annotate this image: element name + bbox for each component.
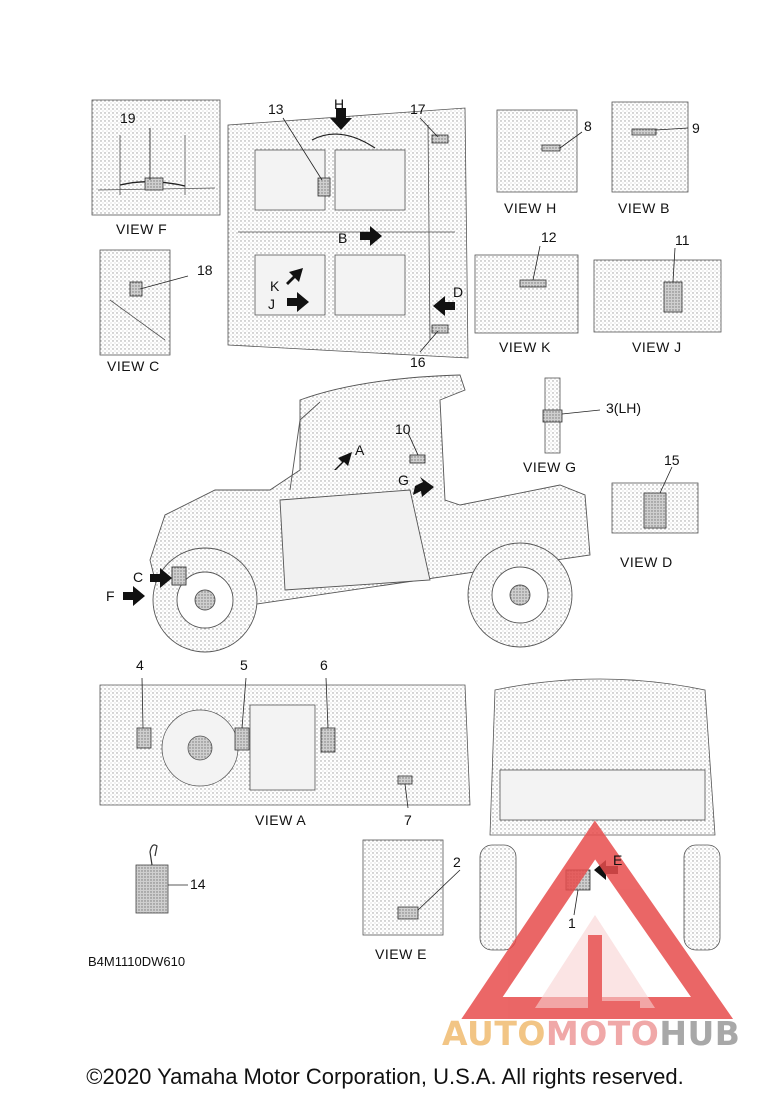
view-d-drawing xyxy=(611,466,699,534)
letter-g: G xyxy=(398,472,409,488)
view-j-caption: VIEW J xyxy=(632,339,682,355)
view-f-drawing xyxy=(91,99,221,216)
callout-15: 15 xyxy=(664,452,680,468)
callout-12: 12 xyxy=(541,229,557,245)
callout-11: 11 xyxy=(675,232,690,248)
letter-d: D xyxy=(453,284,464,300)
callout-16: 16 xyxy=(410,354,426,370)
callout-14: 14 xyxy=(190,876,206,892)
letter-h: H xyxy=(334,96,345,112)
diagram-code: B4M1110DW610 xyxy=(88,954,186,969)
copyright-footer: ©2020 Yamaha Motor Corporation, U.S.A. A… xyxy=(86,1064,684,1089)
brand-part-moto: MOTO xyxy=(545,1014,660,1053)
callout-19: 19 xyxy=(120,110,136,126)
callout-13: 13 xyxy=(268,101,284,117)
view-h-drawing xyxy=(496,109,583,193)
view-k-caption: VIEW K xyxy=(499,339,552,355)
callout-17: 17 xyxy=(410,101,426,117)
callout-6: 6 xyxy=(320,657,328,673)
callout-7: 7 xyxy=(404,812,412,828)
view-h-caption: VIEW H xyxy=(504,200,557,216)
arrow-g-icon xyxy=(413,477,434,497)
callout-9: 9 xyxy=(692,120,700,136)
letter-j: J xyxy=(268,296,275,312)
arrow-c-icon xyxy=(150,568,172,588)
arrow-j-icon xyxy=(287,292,309,312)
view-g-caption: VIEW G xyxy=(523,459,577,475)
letter-f: F xyxy=(106,588,115,604)
view-f-caption: VIEW F xyxy=(116,221,168,237)
arrow-k-icon xyxy=(286,268,303,285)
view-j-drawing xyxy=(593,247,722,333)
view-a-caption: VIEW A xyxy=(255,812,307,828)
letter-e: E xyxy=(613,852,623,868)
brand-part-auto: AUTO xyxy=(442,1014,546,1053)
callout-18: 18 xyxy=(197,262,213,278)
letter-c: C xyxy=(133,569,144,585)
arrow-h-icon xyxy=(330,108,352,130)
letter-k: K xyxy=(270,278,280,294)
arrow-d-icon xyxy=(433,296,455,316)
callout-1: 1 xyxy=(568,915,576,931)
callout-5: 5 xyxy=(240,657,248,673)
view-e-caption: VIEW E xyxy=(375,946,428,962)
callout-3lh: 3(LH) xyxy=(606,400,642,416)
view-e-drawing xyxy=(362,839,461,936)
top-view-drawing xyxy=(227,107,469,359)
view-c-caption: VIEW C xyxy=(107,358,160,374)
tag-14-drawing xyxy=(135,844,188,914)
rear-view-drawing xyxy=(479,678,721,951)
view-b-drawing xyxy=(611,101,689,193)
view-a-drawing xyxy=(99,677,471,809)
callout-2: 2 xyxy=(453,854,461,870)
view-g-drawing xyxy=(542,377,601,454)
top-view-arrows xyxy=(286,108,455,316)
callout-8: 8 xyxy=(584,118,592,134)
brand-part-hub: HUB xyxy=(659,1014,741,1053)
arrow-b-icon xyxy=(360,226,382,246)
view-d-caption: VIEW D xyxy=(620,554,673,570)
view-k-drawing xyxy=(474,245,579,334)
view-b-caption: VIEW B xyxy=(618,200,671,216)
callout-10: 10 xyxy=(395,421,411,437)
letter-a: A xyxy=(355,442,365,458)
side-view-arrows xyxy=(123,452,434,606)
arrow-a-icon xyxy=(334,452,352,470)
letter-b: B xyxy=(338,230,348,246)
view-c-drawing xyxy=(99,249,189,356)
arrow-f-icon xyxy=(123,586,145,606)
side-view-drawing xyxy=(149,374,591,653)
automotohub-logo-icon xyxy=(461,820,734,1019)
callout-4: 4 xyxy=(136,657,144,673)
brand-wordmark: AUTOMOTOHUB xyxy=(442,1014,740,1053)
